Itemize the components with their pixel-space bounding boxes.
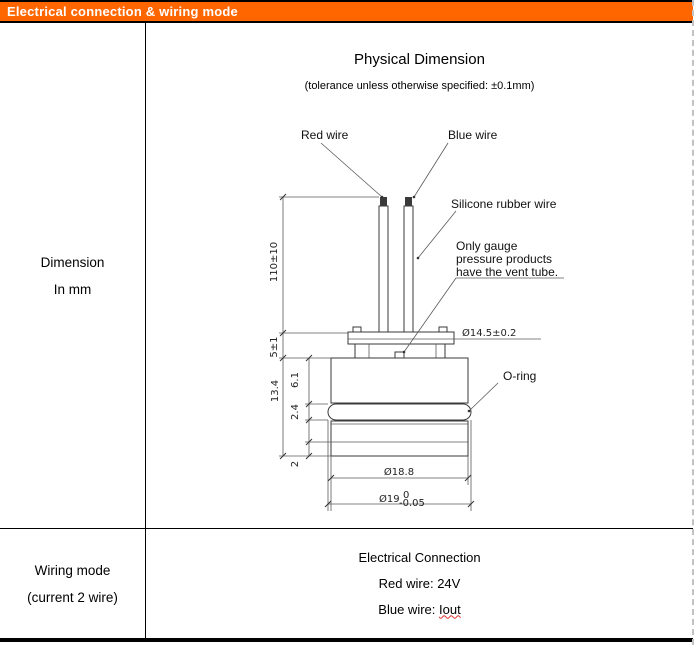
dimension-ticks: [279, 193, 475, 508]
dimension-lines: [279, 196, 472, 511]
dimension-label-cell: Dimension In mm: [0, 23, 145, 528]
blue-wire-connection-prefix: Blue wire:: [378, 601, 439, 617]
vent-note-line1: Only gauge: [456, 239, 518, 253]
oring-shape: [327, 403, 472, 421]
vent-note-line3: have the vent tube.: [456, 265, 558, 279]
table-row-divider: [0, 528, 693, 529]
wire-pair: [378, 197, 414, 333]
dim-upper-body-height: 6.1: [290, 372, 301, 388]
red-wire-shape: [378, 205, 389, 333]
dim-outer-dia-prefix: Ø19: [379, 493, 400, 505]
dim-outer-dia-sub: -0.05: [399, 498, 425, 509]
red-wire-label: Red wire: [301, 128, 349, 142]
dim-bottom-step: 2: [290, 461, 301, 467]
blue-wire-connection: Blue wire: Iout: [378, 597, 460, 623]
section-title: Electrical connection & wiring mode: [7, 4, 238, 19]
flange-screw-right: [438, 326, 448, 333]
flange-plate: [347, 331, 455, 345]
oring-label: O-ring: [503, 369, 536, 383]
silicone-wire-label: Silicone rubber wire: [451, 197, 557, 211]
page-edge-dashed-line: [692, 0, 694, 645]
wiring-mode-label-line1: Wiring mode: [34, 562, 111, 578]
drawing-cell: Physical Dimension (tolerance unless oth…: [146, 23, 693, 528]
body-upper: [330, 357, 469, 404]
dim-wire-length: 110±10: [269, 242, 280, 282]
dimension-label-line2: In mm: [53, 281, 92, 297]
body-lower: [330, 420, 469, 457]
dim-body-dia: Ø18.8: [384, 466, 414, 478]
dim-flange-dia: Ø14.5±0.2: [462, 327, 516, 339]
table-bottom-border: [0, 638, 693, 642]
dim-body-height: 13.4: [270, 380, 281, 402]
dimension-label-line1: Dimension: [40, 254, 105, 270]
blue-wire-shape: [403, 205, 414, 333]
wiring-mode-label-cell: Wiring mode (current 2 wire): [0, 529, 145, 638]
flange-screw-left: [352, 326, 362, 333]
dim-outer-dia-sup: 0: [403, 490, 409, 501]
leader-lines: [320, 142, 564, 413]
sensor-body: [327, 357, 472, 457]
vent-note-line2: pressure products: [456, 252, 552, 266]
wiring-mode-label-line2: (current 2 wire): [27, 589, 118, 605]
dim-flange-height: 5±1: [269, 336, 280, 357]
flange-neck: [354, 343, 446, 359]
red-wire-connection: Red wire: 24V: [378, 575, 461, 591]
blue-wire-connection-value: Iout: [439, 601, 461, 617]
vent-tube: [394, 351, 405, 359]
drawing-subtitle: (tolerance unless otherwise specified: ±…: [304, 80, 535, 92]
red-wire-tip: [380, 197, 387, 206]
physical-dimension-diagram: Red wire Blue wire Silicone rubber wire …: [269, 128, 564, 511]
drawing-title: Physical Dimension: [354, 51, 485, 68]
blue-wire-tip: [405, 197, 412, 206]
blue-wire-label: Blue wire: [448, 128, 498, 142]
electrical-connection-title: Electrical Connection: [358, 549, 481, 565]
dim-outer-dia: Ø19 0 -0.05: [379, 490, 425, 509]
section-header-bar: Electrical connection & wiring mode: [0, 0, 693, 23]
table-column-divider: [145, 23, 146, 641]
electrical-connection-cell: Electrical Connection Red wire: 24V Blue…: [146, 529, 693, 638]
dim-oring-height: 2.4: [290, 404, 301, 420]
